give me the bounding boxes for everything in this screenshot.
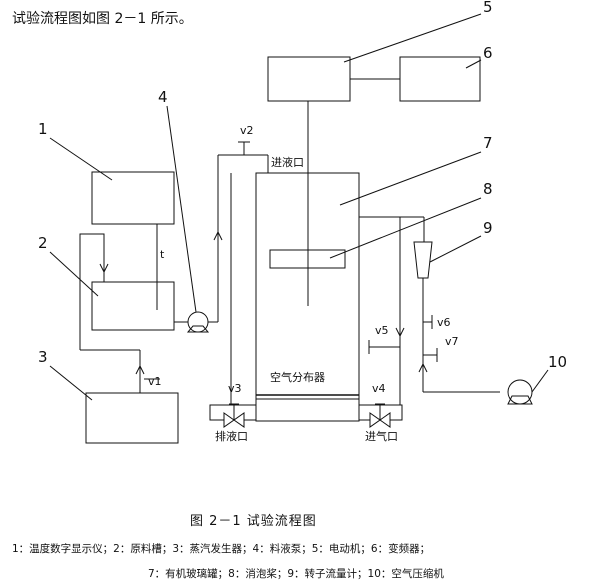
box-steam-generator: [85, 392, 179, 444]
intro-text: 试验流程图如图 2－1 所示。: [12, 11, 193, 27]
label-drain: 排液口: [215, 429, 248, 443]
label-inlet-air: 进气口: [365, 429, 398, 443]
legend-line-1: 1：温度数字显示仪；2：原料槽；3：蒸汽发生器；4：料液泵；5：电动机；6：变频…: [12, 543, 431, 555]
label-component-8: 8: [483, 180, 493, 198]
label-component-6: 6: [483, 44, 493, 62]
label-air-distributor: 空气分布器: [270, 370, 325, 384]
label-component-2: 2: [38, 234, 48, 252]
label-component-10: 10: [548, 353, 567, 371]
box-raw-material-tank: [91, 281, 175, 331]
flow-diagram: 空气分布器 v2 进液口 t v1 v3 排液口 v4 进气口: [38, 0, 567, 444]
box-inverter: [399, 56, 481, 102]
label-component-3: 3: [38, 348, 48, 366]
label-component-5: 5: [483, 0, 493, 16]
label-inlet-liquid: 进液口: [271, 155, 304, 169]
label-v2: v2: [240, 124, 254, 137]
label-v6: v6: [437, 316, 451, 329]
label-v1: v1: [148, 375, 162, 388]
legend-line-2: 7：有机玻璃罐；8：消泡桨；9：转子流量计；10：空气压缩机: [148, 568, 444, 580]
label-temperature: t: [160, 248, 165, 261]
label-v5: v5: [375, 324, 389, 337]
air-compressor: [507, 379, 533, 405]
box-temperature-display: [91, 171, 175, 225]
figure-caption: 图 2－1 试验流程图: [190, 514, 317, 529]
label-v4: v4: [372, 382, 386, 395]
rotameter: [413, 241, 433, 279]
label-component-9: 9: [483, 219, 493, 237]
label-component-1: 1: [38, 120, 48, 138]
label-component-4: 4: [158, 88, 168, 106]
box-motor: [267, 56, 351, 102]
label-v7: v7: [445, 335, 459, 348]
label-component-7: 7: [483, 134, 493, 152]
box-defoam-paddle: [269, 249, 346, 269]
label-v3: v3: [228, 382, 242, 395]
